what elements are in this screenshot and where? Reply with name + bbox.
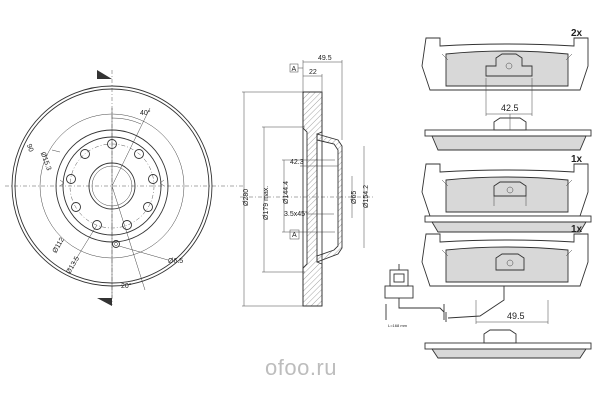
width-49-label: 49.5 [318,55,332,62]
sensor-length-label: L=168 mm [388,323,408,328]
pad1-qty: 2x [571,28,583,39]
dia-13-label: Ø13.5 [65,255,81,275]
dia-144-label: Ø144.4 [283,181,290,204]
dia-112-label: Ø112 [52,236,66,254]
watermark: ofoo.ru [265,355,337,380]
pad1-dim: 42.5 [501,103,519,113]
dia-65-label: Ø65 [351,191,358,204]
pad3-qty: 1x [571,224,583,235]
datum-a-mid: A [292,232,297,239]
disc-front-view: 40° 20° 90 Ø15.3 Ø112 Ø13.5 Ø6.5 [5,70,245,306]
pad3-dim: 49.5 [507,311,525,321]
angle-40-label: 40° [140,109,151,117]
dim-42-label: 42.3 [290,159,304,166]
dia-179-label: Ø179 max. [263,186,270,220]
datum-a-top: A [292,66,297,73]
dia-154-label: Ø154.2 [363,185,370,208]
pad-set-2: 1x [421,154,592,233]
wear-sensor: L=168 mm [384,264,445,328]
hole-mark-label: 90 [25,143,34,153]
dia-15-label: Ø15.3 [39,151,52,171]
dia-280-label: Ø280 [243,189,250,206]
chamfer-label: 3.5x45° [284,210,308,218]
pad-set-3: 1x 49.5 [421,224,592,359]
angle-20-label: 20° [121,282,132,290]
disc-side-view: 49.5 22 A Ø280 Ø179 max. Ø144.4 Ø65 Ø154… [240,55,375,307]
pad2-qty: 1x [571,154,583,165]
width-22-label: 22 [309,69,317,76]
pad-set-1: 2x 42.5 [421,28,592,151]
dia-6-label: Ø6.5 [168,258,183,265]
